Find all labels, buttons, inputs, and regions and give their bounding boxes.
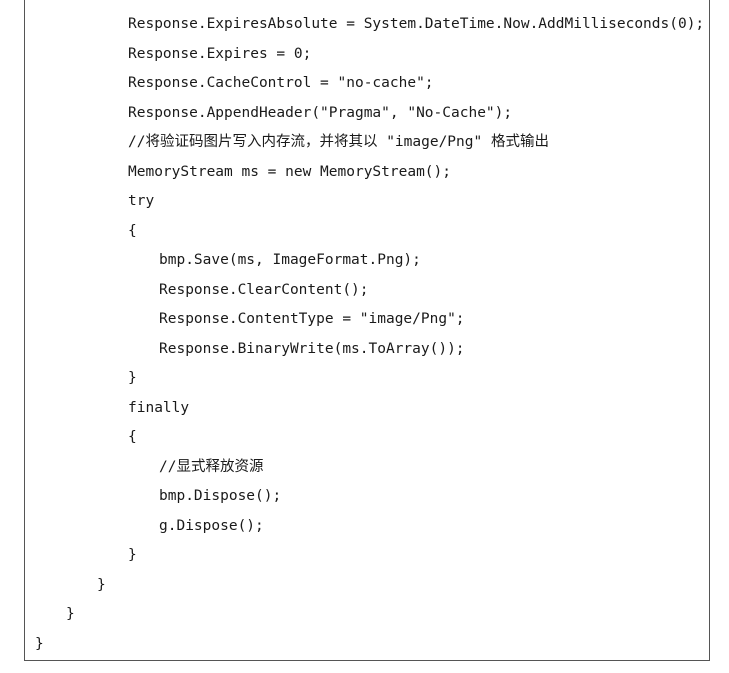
code-line: bmp.Dispose();: [159, 488, 282, 504]
code-line: }: [35, 635, 44, 652]
code-line: }: [128, 547, 137, 563]
code-lines: Response.ExpiresAbsolute = System.DateTi…: [25, 10, 704, 659]
code-line: }: [66, 606, 75, 622]
code-line: try: [128, 193, 155, 209]
code-listing-box: Response.ExpiresAbsolute = System.DateTi…: [24, 0, 710, 661]
code-line: //将验证码图片写入内存流，并将其以 "image/Png" 格式输出: [128, 134, 549, 150]
code-line: Response.ContentType = "image/Png";: [159, 311, 465, 327]
code-line: Response.BinaryWrite(ms.ToArray());: [159, 340, 465, 357]
code-line: Response.Expires = 0;: [128, 45, 312, 62]
code-line: }: [128, 370, 137, 386]
code-line: Response.CacheControl = "no-cache";: [128, 75, 434, 91]
code-line: finally: [128, 399, 190, 416]
code-line: g.Dispose();: [159, 517, 264, 534]
code-line: {: [128, 222, 137, 239]
code-line: Response.ClearContent();: [159, 281, 369, 298]
code-line: bmp.Save(ms, ImageFormat.Png);: [159, 252, 421, 268]
code-line: }: [97, 576, 106, 593]
code-line: Response.ExpiresAbsolute = System.DateTi…: [128, 16, 705, 32]
code-line: MemoryStream ms = new MemoryStream();: [128, 163, 452, 180]
code-line: Response.AppendHeader("Pragma", "No-Cach…: [128, 104, 513, 121]
code-line: //显式释放资源: [159, 458, 264, 475]
code-line: {: [128, 429, 137, 445]
